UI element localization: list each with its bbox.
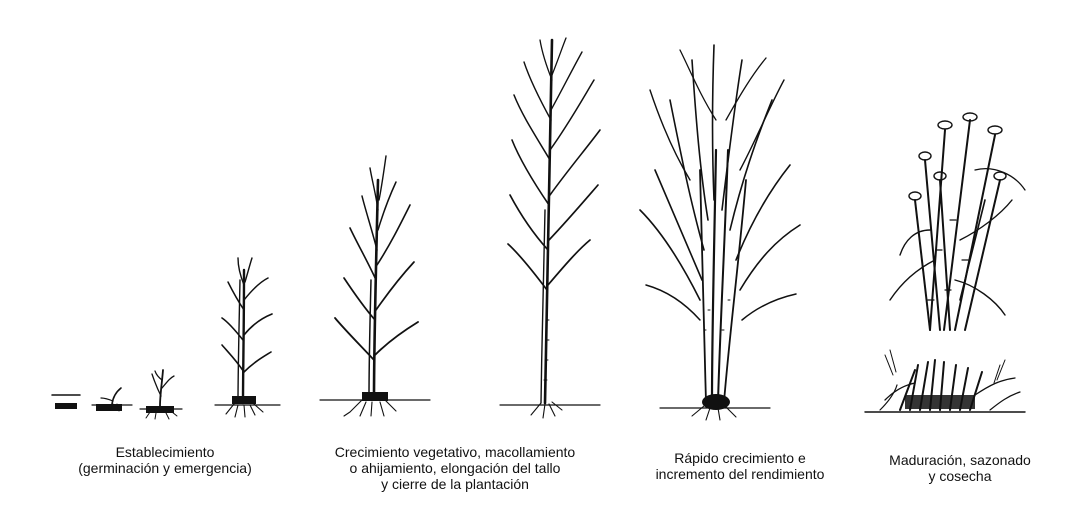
germinating-sett-illustration (91, 387, 133, 412)
caption-maturation: Maduración, sazonado y cosecha (870, 452, 1050, 484)
caption-line: Establecimiento (115, 444, 215, 460)
emerging-shoot-illustration (139, 369, 183, 420)
elongating-plant-illustration (499, 37, 601, 419)
caption-rapid-growth: Rápido crecimiento e incremento del rend… (630, 450, 850, 482)
caption-vegetative-growth: Crecimiento vegetativo, macollamiento o … (295, 444, 615, 492)
young-plant-illustration (214, 257, 281, 418)
caption-line: Maduración, sazonado (889, 452, 1031, 468)
caption-line: y cosecha (928, 468, 992, 484)
caption-line: (germinación y emergencia) (78, 460, 252, 476)
rapid-growth-clump-illustration (639, 44, 801, 421)
caption-line: Rápido crecimiento e (674, 450, 806, 466)
caption-establishment: Establecimiento (germinación y emergenci… (40, 444, 290, 476)
ratoon-stubble-illustration (864, 349, 1026, 413)
sett-planted-illustration (51, 394, 81, 409)
harvested-cane-bundle-illustration (889, 112, 1026, 331)
caption-line: y cierre de la plantación (381, 476, 529, 492)
caption-line: o ahijamiento, elongación del tallo (349, 460, 561, 476)
caption-line: incremento del rendimiento (655, 466, 825, 482)
caption-line: Crecimiento vegetativo, macollamiento (334, 444, 576, 460)
tillering-plant-illustration (319, 155, 431, 417)
